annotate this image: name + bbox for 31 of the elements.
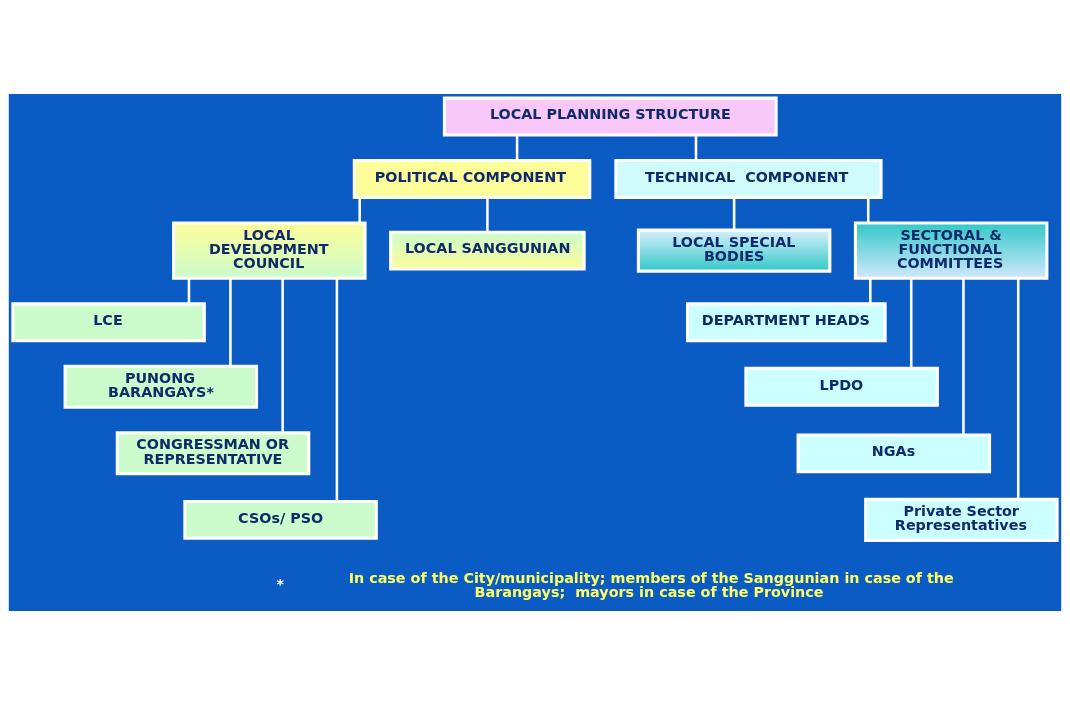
- node-box: CONGRESSMAN OR REPRESENTATIVE: [115, 430, 311, 475]
- connector: [1016, 277, 1020, 499]
- node-box: PUNONG BARANGAYS*: [63, 364, 259, 409]
- label: In case of the City/municipality; members of the Sanggunian in case of the Barangays; mayors in case of the Province: [348, 569, 954, 600]
- node-box: LPDO: [744, 366, 939, 407]
- node-box: LCE: [11, 301, 206, 342]
- node-box: DEPARTMENT HEADS: [686, 301, 887, 342]
- node-box: LOCAL SANGGUNIAN: [389, 230, 586, 271]
- label: *: [276, 575, 284, 592]
- connector: [281, 277, 284, 433]
- connector: [732, 196, 736, 230]
- connector: [962, 277, 965, 435]
- connector: [909, 278, 913, 368]
- connector: [335, 277, 339, 501]
- node-box: LOCAL DEVELOPMENT COUNCIL: [172, 220, 367, 280]
- node-box: Private Sector Representatives: [864, 497, 1059, 542]
- node-box: SECTORAL & FUNCTIONAL COMMITTEES: [853, 220, 1049, 280]
- connector: [866, 196, 870, 223]
- connector: [515, 134, 519, 160]
- node-box: LOCAL PLANNING STRUCTURE: [442, 96, 778, 136]
- node-box: CSOs/ PSO: [183, 499, 378, 540]
- node-box: NGAs: [796, 432, 992, 473]
- connector: [869, 278, 872, 304]
- node-box: LOCAL SPECIAL BODIES: [636, 228, 832, 273]
- node-box: POLITICAL COMPONENT: [352, 158, 592, 199]
- connector: [229, 278, 232, 366]
- node-box: TECHNICAL COMPONENT: [614, 158, 883, 199]
- connector: [187, 278, 191, 304]
- connector: [358, 196, 361, 223]
- connector: [486, 196, 489, 232]
- connector: [694, 134, 698, 160]
